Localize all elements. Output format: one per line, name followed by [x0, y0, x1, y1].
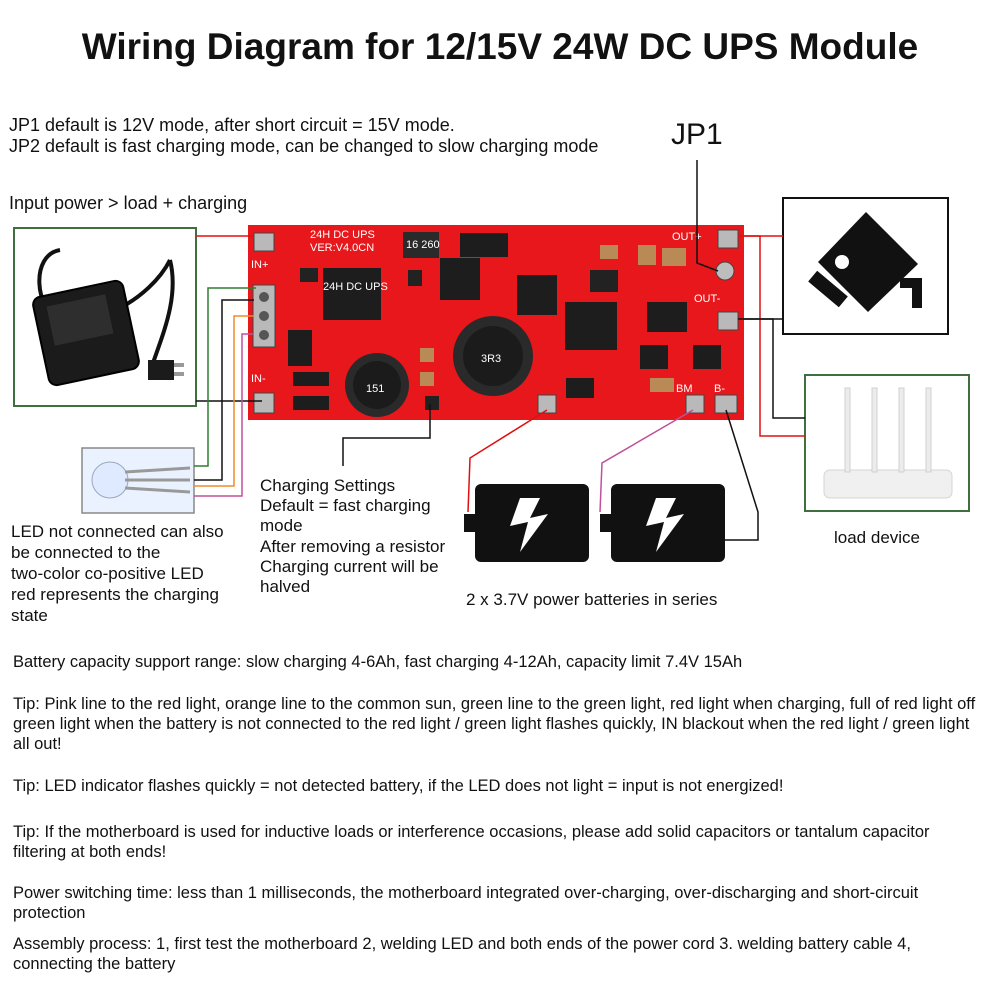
router-icon — [823, 387, 953, 499]
charging-settings-line-2: Default = fast charging — [260, 496, 431, 515]
wiring-diagram: 24H DC UPS VER:V4.0CN 24H DC UPS IN+ IN-… — [13, 160, 970, 562]
in-minus-label: IN- — [251, 373, 266, 385]
power-adapter-icon — [32, 248, 184, 387]
battery-icon — [600, 484, 725, 562]
led-note-line-5: state — [11, 606, 48, 625]
assembly-process-text: Assembly process: 1, first test the moth… — [13, 935, 911, 973]
wire-green — [194, 287, 256, 467]
charging-settings-line-3: mode — [260, 516, 303, 535]
tip-wiring-text: Tip: Pink line to the red light, orange … — [13, 695, 976, 753]
in-plus-label: IN+ — [251, 259, 268, 271]
wire-battery-minus — [725, 409, 759, 541]
pcb-model-label-2: 24H DC UPS — [323, 281, 388, 293]
charging-pointer — [342, 404, 431, 466]
cap-label: 16 260 — [406, 239, 440, 251]
battery-label: 2 x 3.7V power batteries in series — [466, 590, 718, 609]
wire-battery-plus — [467, 409, 548, 513]
wire-orange — [194, 315, 254, 487]
power-switching-text: Power switching time: less than 1 millis… — [13, 884, 919, 922]
battery-capacity-text: Battery capacity support range: slow cha… — [13, 653, 743, 671]
bm-label: BM — [676, 383, 693, 395]
wire-battery-mid — [599, 409, 694, 513]
wire-black-led — [194, 299, 254, 481]
led-icon — [91, 461, 191, 499]
tip-capacitor-text: Tip: If the motherboard is used for indu… — [13, 823, 930, 861]
camera-icon — [808, 212, 922, 312]
coil-3r3-label: 3R3 — [481, 353, 501, 365]
led-note-line-2: be connected to the — [11, 543, 161, 562]
charging-settings-line-1: Charging Settings — [260, 476, 396, 495]
jp1-pointer — [696, 160, 719, 272]
load-device-label: load device — [834, 528, 921, 547]
led-note-line-1: LED not connected can also — [11, 522, 224, 541]
pcb-version-label: VER:V4.0CN — [310, 242, 374, 254]
charging-settings-line-4: After removing a resistor — [260, 537, 446, 556]
wire-out-plus-router — [744, 235, 805, 437]
lightning-icon — [646, 498, 684, 552]
out-plus-label: OUT+ — [672, 231, 702, 243]
wire-pink — [194, 333, 254, 497]
input-power-label: Input power > load + charging — [9, 193, 248, 213]
led-note-line-4: red represents the charging — [11, 585, 219, 604]
page-title: Wiring Diagram for 12/15V 24W DC UPS Mod… — [81, 26, 919, 67]
jp1-note: JP1 default is 12V mode, after short cir… — [9, 115, 455, 135]
jp1-label: JP1 — [671, 118, 723, 151]
out-minus-label: OUT- — [694, 293, 721, 305]
jp2-note: JP2 default is fast charging mode, can b… — [9, 136, 599, 156]
pcb-model-label: 24H DC UPS — [310, 229, 375, 241]
battery-icon — [464, 484, 589, 562]
led-note-line-3: two-color co-positive LED — [11, 564, 204, 583]
pcb-labels: 24H DC UPS VER:V4.0CN 24H DC UPS IN+ IN-… — [251, 229, 725, 395]
lightning-icon — [510, 498, 548, 552]
wire-out-minus-router — [744, 318, 805, 419]
coil-151-label: 151 — [366, 383, 384, 395]
charging-settings-line-6: halved — [260, 577, 311, 596]
tip-led-text: Tip: LED indicator flashes quickly = not… — [13, 777, 784, 795]
charging-settings-line-5: Charging current will be — [260, 557, 439, 576]
pcb-components — [252, 229, 739, 417]
b-minus-label: B- — [714, 383, 725, 395]
